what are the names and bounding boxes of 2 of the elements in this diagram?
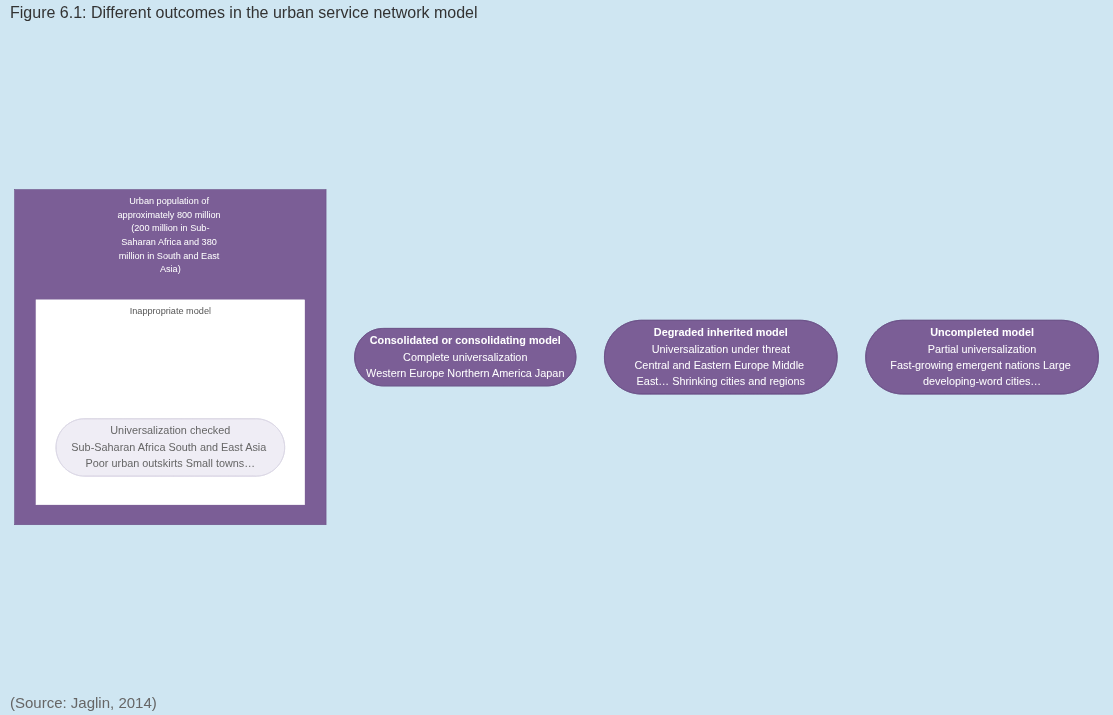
- source-caption: (Source: Jaglin, 2014): [10, 694, 157, 711]
- figure-title: Figure 6.1: Different outcomes in the urban service network model: [10, 4, 478, 22]
